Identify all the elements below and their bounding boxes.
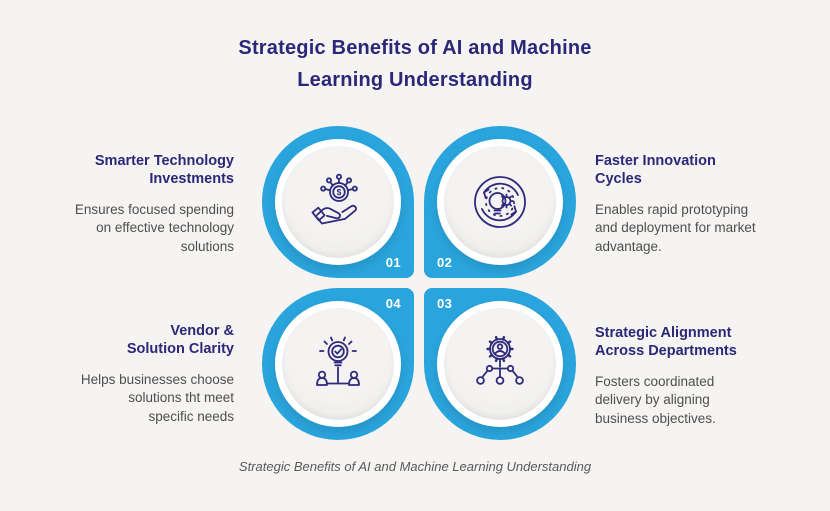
step-number: 03 xyxy=(437,296,453,311)
benefit-description-01: Ensures focused spending on effective te… xyxy=(74,201,234,255)
benefit-circle-01: $ 01 xyxy=(262,126,414,278)
benefit-heading-02: Faster Innovation Cycles xyxy=(595,153,716,188)
svg-text:$: $ xyxy=(337,187,342,197)
benefit-description-04: Helps businesses choose solutions tht me… xyxy=(80,371,234,425)
benefit-text-04: Vendor & Solution Clarity Helps business… xyxy=(58,322,234,427)
benefit-text-01: Smarter Technology Investments Ensures f… xyxy=(58,152,234,257)
footer-caption: Strategic Benefits of AI and Machine Lea… xyxy=(238,459,592,474)
hand-money-network-icon: $ xyxy=(311,173,358,225)
gray-disc xyxy=(282,146,394,258)
benefit-heading-04: Vendor & Solution Clarity xyxy=(126,323,234,358)
benefit-description-02: Enables rapid prototyping and deployment… xyxy=(595,201,756,255)
idea-people-icon xyxy=(316,336,360,386)
benefit-circle-02: 02 xyxy=(424,126,576,278)
step-number: 04 xyxy=(385,296,401,311)
step-number: 02 xyxy=(437,255,453,270)
gray-disc xyxy=(282,308,394,420)
gray-disc xyxy=(444,146,556,258)
benefit-description-03: Fosters coordinated delivery by aligning… xyxy=(595,373,716,427)
page-title: Strategic Benefits of AI and Machine Lea… xyxy=(238,37,592,91)
benefit-heading-03: Strategic Alignment Across Departments xyxy=(595,325,737,360)
benefit-circle-04: 04 xyxy=(262,288,414,440)
benefit-text-03: Strategic Alignment Across Departments F… xyxy=(595,324,795,429)
innovation-cycle-icon xyxy=(474,176,526,228)
benefit-heading-01: Smarter Technology Investments xyxy=(94,153,234,188)
circle-cluster: $ 01 xyxy=(262,126,576,440)
benefit-text-02: Faster Innovation Cycles Enables rapid p… xyxy=(595,152,795,257)
gear-org-network-icon xyxy=(476,335,524,385)
step-number: 01 xyxy=(385,255,401,270)
benefit-circle-03: 03 xyxy=(424,288,576,440)
